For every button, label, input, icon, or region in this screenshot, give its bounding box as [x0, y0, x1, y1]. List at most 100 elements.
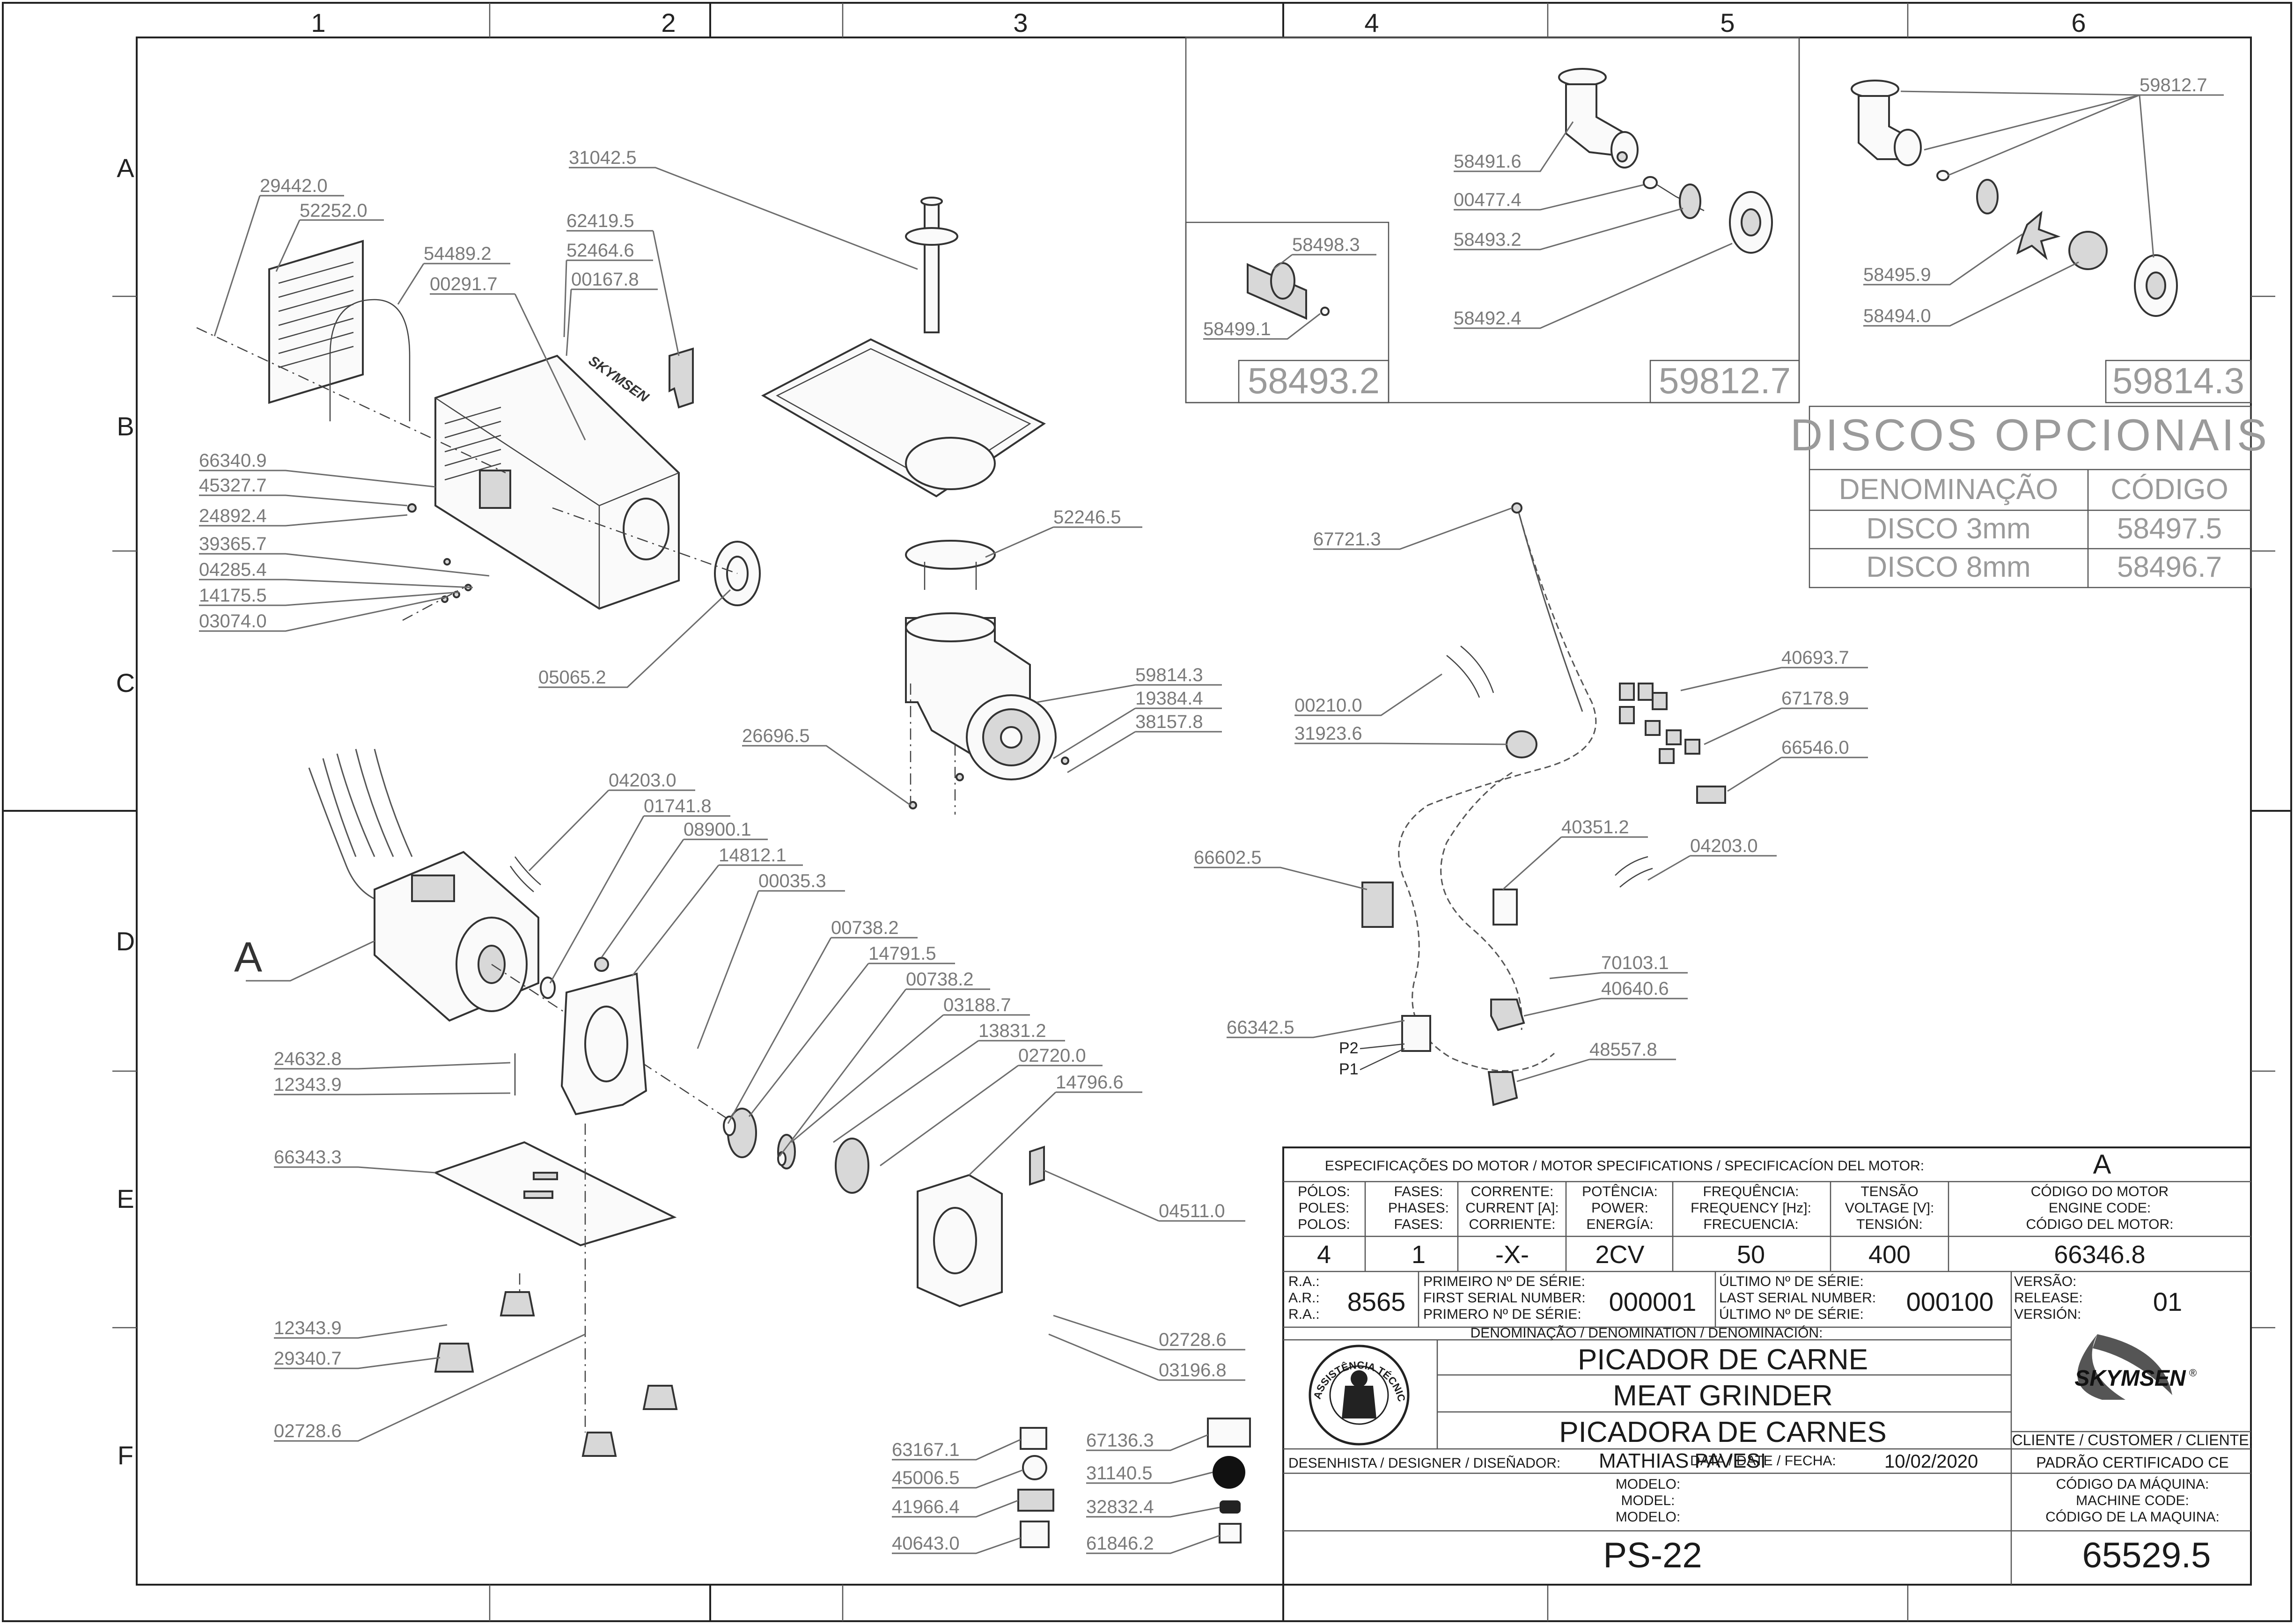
part-number-label: 59814.3	[1135, 665, 1203, 685]
spec-label: FASES:	[1394, 1184, 1443, 1199]
part-number-label: 59812.7	[2140, 75, 2207, 96]
part-number-label: 67178.9	[1781, 688, 1849, 709]
disc-name: DISCO 3mm	[1866, 513, 2030, 545]
denomination-label: DENOMINAÇÃO / DENOMINATION / DENOMINACIÓ…	[1471, 1325, 1823, 1341]
wire-label: P1	[1339, 1060, 1359, 1078]
kit-code-box: 59814.3	[2112, 360, 2244, 401]
part-number-label: 66340.9	[199, 450, 267, 471]
part-number-label: 03074.0	[199, 611, 267, 632]
spec-label: ENERGÍA:	[1586, 1217, 1653, 1232]
contactor	[1361, 882, 1394, 928]
model-label: MODELO:	[1616, 1509, 1680, 1525]
first-serial-label: PRIMERO Nº DE SÉRIE:	[1423, 1307, 1581, 1322]
product-name-es: PICADORA DE CARNES	[1559, 1416, 1886, 1448]
column-label: 4	[1364, 8, 1379, 37]
part-number-label: 14812.1	[719, 845, 787, 866]
part-number-label: 54489.2	[424, 243, 492, 264]
part-number-label: 24892.4	[199, 506, 267, 526]
first-serial-label: PRIMEIRO Nº DE SÉRIE:	[1423, 1274, 1585, 1289]
part-number-label: 52252.0	[300, 200, 368, 221]
column-label: 3	[1013, 8, 1028, 37]
main-housing	[434, 354, 680, 610]
part-number-label: 26696.5	[742, 726, 810, 746]
spec-value: 4	[1317, 1241, 1331, 1269]
part-number-label: 24632.8	[274, 1049, 342, 1069]
brand-logo: SKYMSEN ®	[2074, 1334, 2197, 1400]
part-number-label: 14796.6	[1056, 1072, 1124, 1093]
electrical-assembly: 67721.3 00210.0 31923.6 40693.7 67178.9 …	[509, 502, 1868, 1106]
part-number-label: 70103.1	[1601, 953, 1669, 973]
last-serial-value: 000100	[1906, 1287, 1994, 1316]
part-number-label: 40643.0	[892, 1533, 960, 1554]
row-label: D	[116, 926, 135, 956]
part-number-label: 66343.3	[274, 1147, 342, 1168]
version-label: RELEASE:	[2014, 1290, 2083, 1306]
part-number-label: 29340.7	[274, 1348, 342, 1369]
last-serial-label: LAST SERIAL NUMBER:	[1719, 1290, 1876, 1306]
spec-value: 2CV	[1595, 1241, 1644, 1269]
part-number-label: 45006.5	[892, 1468, 960, 1488]
part-number-label: 63167.1	[892, 1440, 960, 1460]
designer-name: MATHIAS PAVESI	[1599, 1449, 1766, 1472]
foot	[434, 1343, 474, 1373]
spec-label: FREQUÊNCIA:	[1703, 1184, 1799, 1199]
part-number-label: 67136.3	[1086, 1430, 1154, 1451]
base-plate	[433, 1141, 677, 1247]
spec-label: FRECUENCIA:	[1703, 1217, 1798, 1232]
part-number-label: 66342.5	[1227, 1017, 1294, 1038]
disc-code: 58497.5	[2117, 513, 2222, 545]
ra-label: R.A.:	[1288, 1307, 1320, 1322]
version-value: 01	[2153, 1287, 2182, 1316]
column-label: 2	[661, 8, 676, 37]
product-name-en: MEAT GRINDER	[1613, 1380, 1833, 1412]
switch	[1401, 1015, 1431, 1052]
part-number-label: 67721.3	[1313, 529, 1381, 550]
gear-2	[835, 1138, 869, 1194]
brand-registered-mark: ®	[2189, 1367, 2197, 1379]
grinder-head-assembly	[761, 197, 1069, 815]
product-name-pt: PICADOR DE CARNE	[1578, 1344, 1868, 1376]
first-serial-label: FIRST SERIAL NUMBER:	[1423, 1290, 1586, 1306]
part-number-label: 32832.4	[1086, 1497, 1154, 1517]
spec-label: FASES:	[1394, 1217, 1443, 1232]
lever	[669, 347, 694, 409]
machine-code-label: CÓDIGO DE LA MAQUINA:	[2045, 1509, 2220, 1525]
part-number-label: 04203.0	[609, 770, 676, 791]
row-label: E	[117, 1184, 134, 1213]
ra-value: 8565	[1347, 1287, 1406, 1316]
disc-code: 58496.7	[2117, 551, 2222, 583]
row-label: A	[117, 153, 134, 183]
spec-label: PHASES:	[1388, 1200, 1449, 1216]
part-number-label: 14175.5	[199, 585, 267, 606]
part-number-label: 02720.0	[1018, 1045, 1086, 1066]
part-number-label: 00738.2	[831, 918, 899, 938]
part-number-label: 02728.6	[1159, 1330, 1227, 1350]
motor-spec-header: ESPECIFICAÇÕES DO MOTOR / MOTOR SPECIFIC…	[1325, 1158, 1924, 1174]
part-number-label: 66602.5	[1194, 847, 1262, 868]
spec-label: CÓDIGO DEL MOTOR:	[2026, 1217, 2173, 1232]
part-number-label: 52464.6	[566, 240, 634, 261]
spec-label: PÓLOS:	[1298, 1184, 1350, 1199]
part-number-label: 00477.4	[1454, 190, 1522, 210]
part-number-label: 58495.9	[1863, 265, 1931, 285]
spec-value: 66346.8	[2054, 1241, 2145, 1269]
column-label: 5	[1720, 8, 1735, 37]
row-label: F	[118, 1440, 133, 1470]
pusher	[924, 200, 940, 333]
part-number-label: 14791.5	[868, 943, 936, 964]
part-number-label: 66546.0	[1781, 737, 1849, 758]
machine-code-value: 65529.5	[2082, 1536, 2211, 1575]
switch-knob	[479, 470, 511, 509]
motor-spec-letter: A	[2093, 1149, 2111, 1180]
part-number-label: 31923.6	[1294, 723, 1362, 744]
ra-label: A.R.:	[1288, 1290, 1320, 1306]
part-number-label: 12343.9	[274, 1318, 342, 1338]
sticker-icons	[1017, 1418, 1251, 1548]
part-number-label: 62419.5	[566, 211, 634, 231]
part-number-label: 01741.8	[644, 796, 712, 816]
part-number-label: 00167.8	[571, 269, 639, 290]
head-top	[905, 540, 996, 570]
part-number-label: 29442.0	[260, 176, 328, 196]
last-serial-label: ÚLTIMO Nº DE SÉRIE:	[1719, 1274, 1864, 1289]
